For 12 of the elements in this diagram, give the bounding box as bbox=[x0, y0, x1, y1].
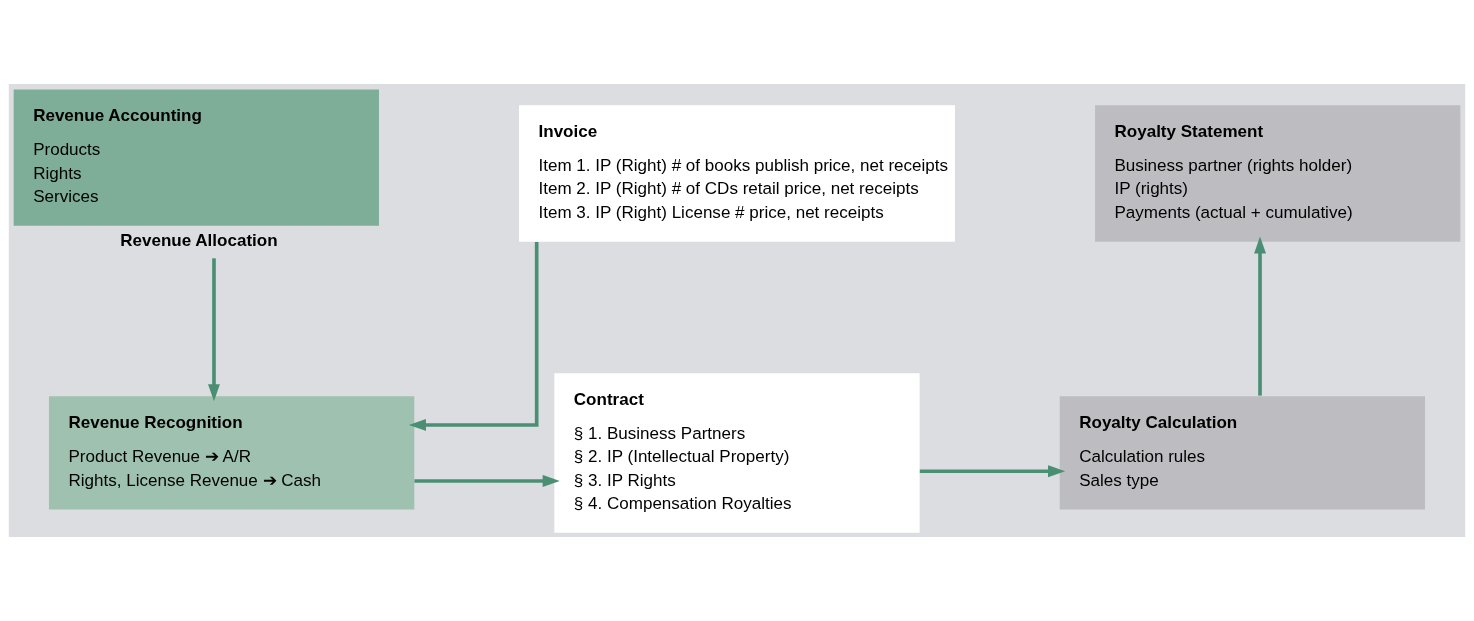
arrow bbox=[1254, 236, 1266, 396]
arrow bbox=[919, 465, 1066, 478]
arrow bbox=[414, 475, 560, 487]
node-box: Invoice Item 1. IP (Right) # of books publish price, net receipts Item 2. IP (Right) # of CDs retail price, net receipts Item 3. IP (Right) License # price, net receipts bbox=[519, 105, 955, 242]
node-box: Contract § 1. Business Partners § 2. IP (Intellectual Property) § 3. IP Rights § 4. Compensation Royalties bbox=[554, 373, 920, 533]
node-box: Revenue Accounting Products Rights Services bbox=[13, 89, 379, 226]
node-label: Revenue Allocation bbox=[120, 230, 278, 250]
node-box: Royalty Statement Business partner (rights holder) IP (rights) Payments (actual + cumulative) bbox=[1095, 105, 1461, 242]
node-box: Revenue Recognition Product Revenue ➔ A/R Rights, License Revenue ➔ Cash bbox=[49, 396, 415, 510]
node-box: Royalty Calculation Calculation rules Sales type bbox=[1059, 396, 1425, 510]
arrow bbox=[208, 258, 220, 402]
arrow bbox=[408, 241, 539, 431]
